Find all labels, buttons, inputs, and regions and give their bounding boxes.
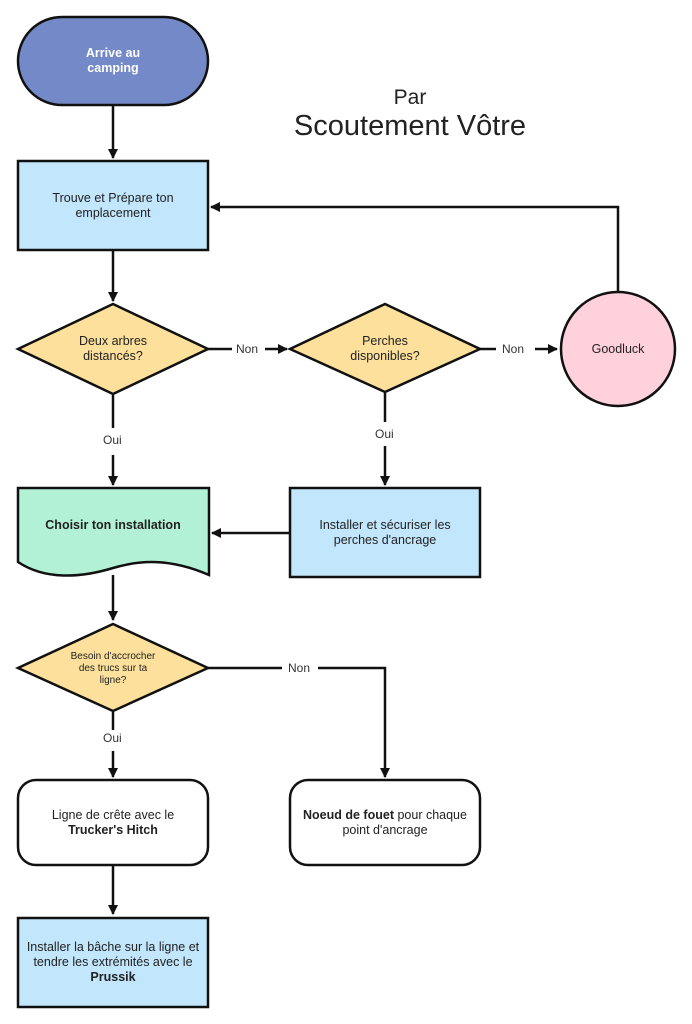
choose-text: Choisir ton installation [45,517,181,532]
edge-goodluck-prepare [210,202,620,291]
edge-label-trees-no: Non [234,342,261,356]
edge-label-poles-yes: Oui [373,427,396,441]
ridgeline-line-1: Ligne de crête avec le [51,807,175,822]
ridgeline-node-label: Ligne de crête avec le Trucker's Hitch [18,780,208,865]
hang-line-1: Besoin d'accrocher [70,651,156,662]
tarp-line-3: Prussik [90,970,136,984]
install-poles-process-shape [288,486,482,579]
poles-line-1: Perches [362,334,408,348]
prepare-process-shape [16,159,210,252]
choose-document-shape [16,486,211,577]
start-terminal-shape [16,15,210,107]
install-poles-line-2: perches d'ancrage [333,532,437,547]
hang-decision-shape [14,622,212,713]
connectors [108,106,620,915]
whip-rest-text: pour chaque [393,807,467,822]
start-line-1: Arrive au [85,46,141,60]
prepare-node-label: Trouve et Prépare ton emplacement [18,161,208,250]
ridgeline-process-shape [16,778,210,867]
choose-node-label: Choisir ton installation [18,500,208,550]
edge-hang-whip-b [318,666,390,778]
prepare-line-2: emplacement [75,205,151,220]
whip-line-2: point d'ancrage [342,822,428,837]
edge-label-trees-yes: Oui [101,433,124,447]
trees-line-2: distancés? [83,349,143,363]
hang-line-3: ligne? [99,675,127,686]
goodluck-terminal-shape [559,290,677,408]
tarp-process-shape [16,916,210,1009]
whip-node-label: Noeud de fouet pour chaque point d'ancra… [290,780,480,865]
start-line-2: camping [87,61,139,75]
poles-line-2: disponibles? [350,349,420,363]
install-poles-node-label: Installer et sécuriser les perches d'anc… [290,488,480,577]
trees-decision-shape [15,302,211,396]
edge-label-hang-yes: Oui [101,731,124,745]
goodluck-text: Goodluck [591,341,645,356]
whip-bold-text: Noeud de fouet [303,807,394,822]
tarp-node-label: Installer la bâche sur la ligne et tendr… [18,918,208,1007]
edge-label-hang-no: Non [286,661,313,675]
start-node-label: Arrive au camping [18,17,208,105]
prepare-line-1: Trouve et Prépare ton [52,190,174,205]
tarp-line-2: tendre les extrémités avec le [33,955,193,969]
poles-decision-label: Perches disponibles? [310,320,460,378]
poles-decision-shape [287,302,483,394]
ridgeline-line-2: Trucker's Hitch [68,822,158,837]
hang-decision-label: Besoin d'accrocher des trucs sur ta lign… [48,644,178,694]
install-poles-line-1: Installer et sécuriser les [319,517,451,532]
whip-process-shape [288,778,482,867]
trees-line-1: Deux arbres [78,334,148,348]
goodluck-node-label: Goodluck [568,330,668,368]
title-author: Scoutement Vôtre [293,110,527,142]
tarp-line-1: Installer la bâche sur la ligne et [26,940,200,954]
edge-label-poles-no: Non [500,342,527,356]
title-by: Par [393,86,427,109]
whip-line-1: Noeud de fouet pour chaque [303,808,467,823]
hang-line-2: des trucs sur ta [78,663,148,674]
trees-decision-label: Deux arbres distancés? [38,320,188,378]
